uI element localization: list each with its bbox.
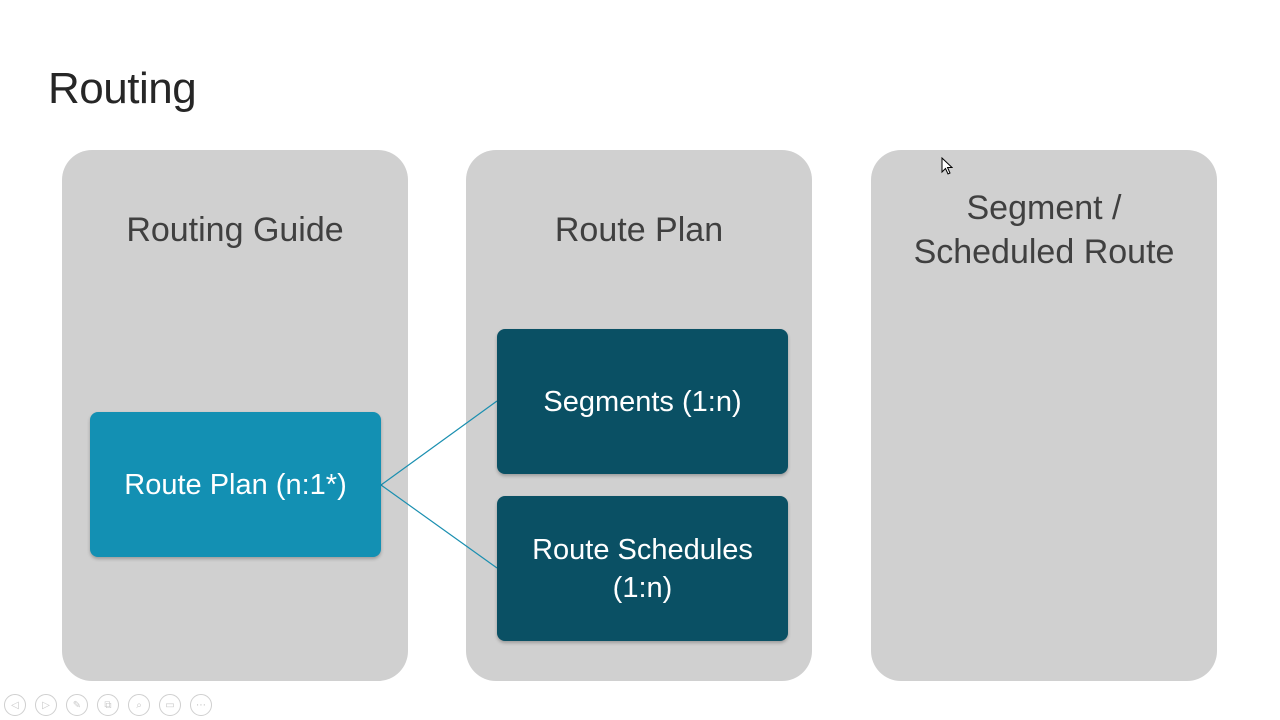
route-schedules-box: Route Schedules (1:n) [497, 496, 788, 641]
next-icon[interactable]: ▷ [35, 694, 57, 716]
subtitle-icon[interactable]: ▭ [159, 694, 181, 716]
panel-heading-routing-guide: Routing Guide [126, 211, 344, 249]
presentation-toolbar: ◁ ▷ ✎ ⧉ ⌕ ▭ ⋯ [4, 694, 212, 716]
mouse-cursor-icon [941, 157, 953, 175]
zoom-icon[interactable]: ⌕ [128, 694, 150, 716]
segments-box: Segments (1:n) [497, 329, 788, 474]
panel-heading-route-plan: Route Plan [554, 211, 724, 249]
more-icon[interactable]: ⋯ [190, 694, 212, 716]
panel-segment-scheduled-route: Segment / Scheduled Route [871, 150, 1217, 681]
prev-icon[interactable]: ◁ [4, 694, 26, 716]
route-plan-box: Route Plan (n:1*) [90, 412, 381, 557]
slides-icon[interactable]: ⧉ [97, 694, 119, 716]
panel-heading-segment-scheduled-route: Segment / Scheduled Route [913, 189, 1175, 271]
slide-title: Routing [48, 64, 197, 113]
pen-icon[interactable]: ✎ [66, 694, 88, 716]
